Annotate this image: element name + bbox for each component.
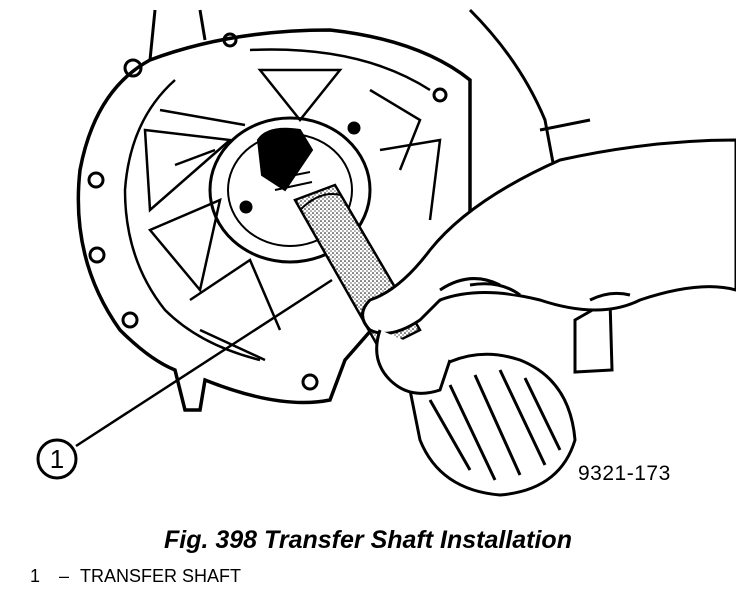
case-ribs	[143, 68, 442, 362]
case-flange	[76, 28, 472, 412]
figure-number: 9321-173	[578, 462, 671, 485]
figure-caption: Fig. 398 Transfer Shaft Installation	[164, 526, 572, 554]
callout-leader	[75, 278, 333, 448]
bolt-hole	[121, 311, 139, 329]
callout-number-1: 1	[49, 444, 65, 474]
legend-number: 1	[30, 566, 41, 586]
shaft-spline	[256, 127, 314, 192]
legend-text: TRANSFER SHAFT	[80, 566, 242, 586]
technician-hand	[361, 138, 736, 395]
legend-item: 1–TRANSFER SHAFT	[30, 566, 241, 587]
callout-circle	[36, 438, 78, 480]
bolt-hole	[88, 246, 106, 264]
transfer-shaft-illustration	[36, 8, 736, 497]
bolt-hole	[123, 58, 143, 78]
bolt-hole	[301, 373, 319, 391]
bolt-hole	[222, 32, 238, 48]
legend-separator: –	[58, 566, 69, 586]
bolt-hole	[432, 87, 448, 103]
bolt-hole	[87, 171, 105, 189]
